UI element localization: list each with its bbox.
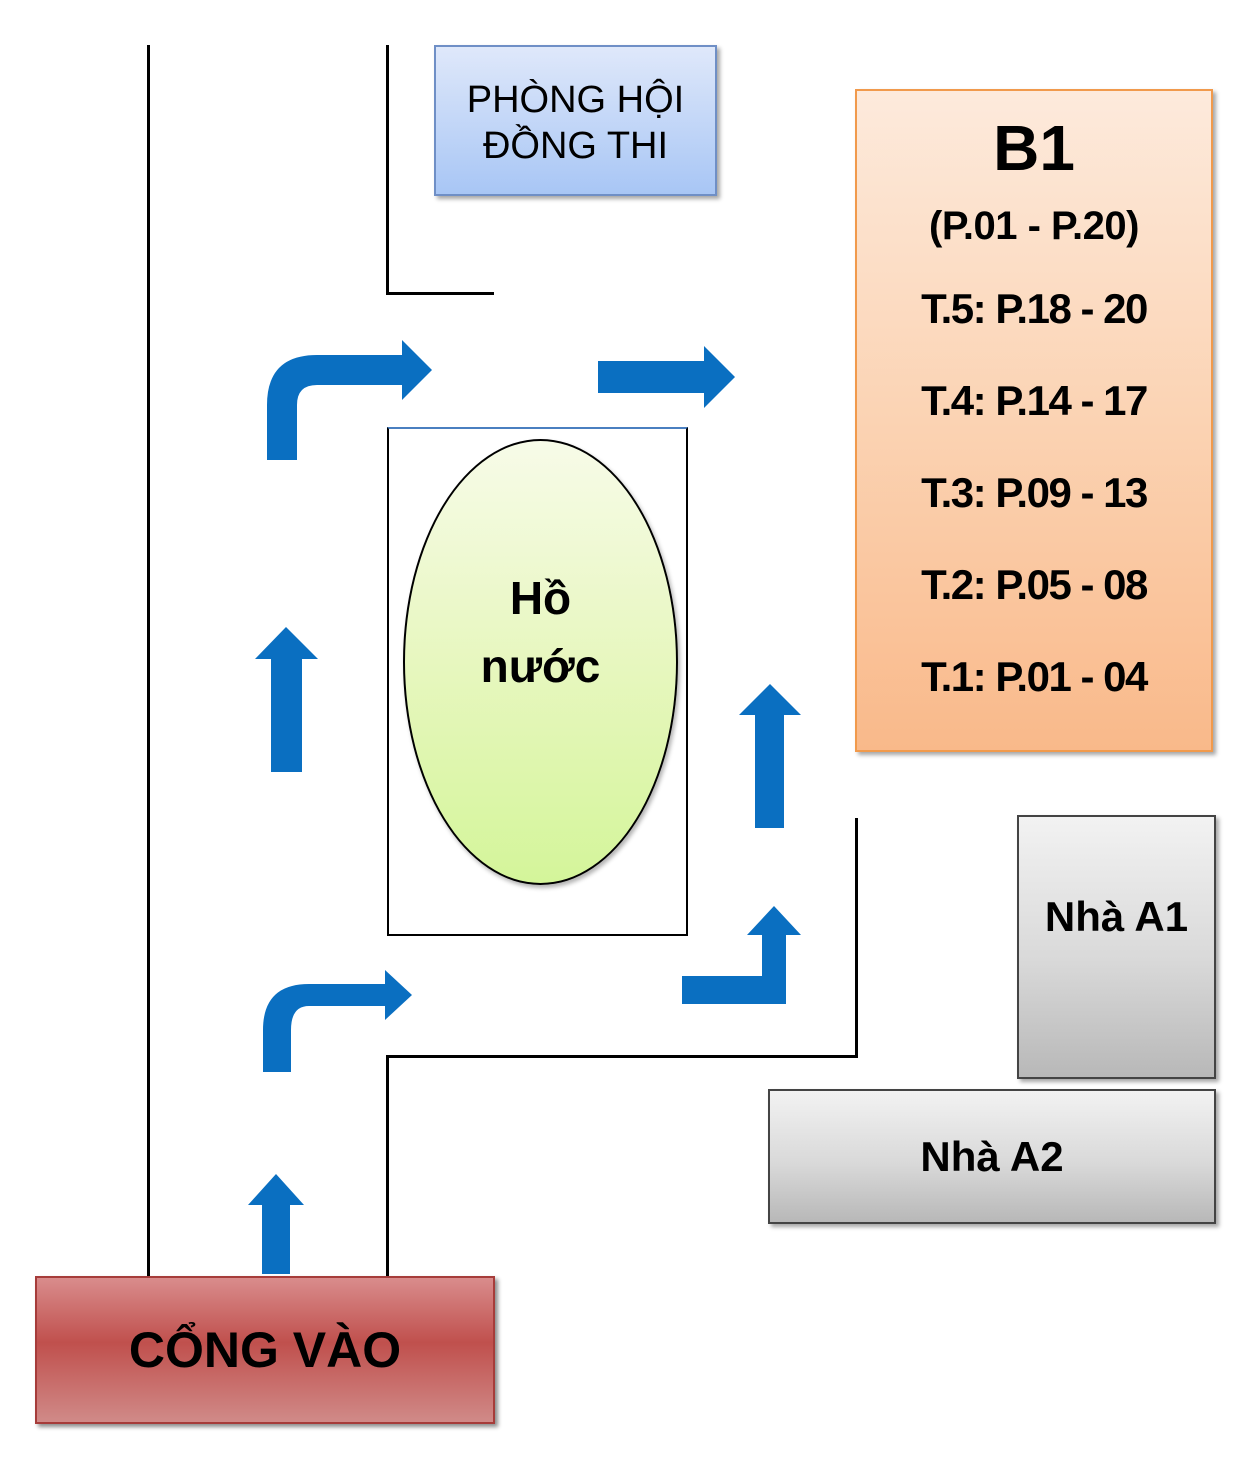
- council-room-label-line1: PHÒNG HỘI: [466, 78, 685, 121]
- turn-right-arrow-icon: [267, 340, 432, 460]
- road-right-edge-bottom: [386, 1055, 389, 1277]
- building-b1-title: B1: [993, 112, 1075, 184]
- lower-yard-wall: [386, 1055, 857, 1058]
- council-room: PHÒNG HỘI ĐỒNG THI: [434, 45, 717, 196]
- right-arrow-icon: [598, 346, 735, 408]
- floor-label: T.2: P.05 - 08: [921, 561, 1148, 608]
- building-b1-floor-list: T.5: P.18 - 20 T.4: P.14 - 17 T.3: P.09 …: [921, 263, 1148, 723]
- building-b1-room-range: (P.01 - P.20): [929, 204, 1139, 248]
- floor-label: T.5: P.18 - 20: [921, 285, 1148, 332]
- building-a1-label: Nhà A1: [1044, 893, 1189, 940]
- up-arrow-icon: [739, 684, 801, 828]
- up-arrow-icon: [248, 1174, 304, 1274]
- turn-up-arrow-icon: [682, 906, 801, 1004]
- pond-label-line1: Hồ: [509, 572, 572, 624]
- council-room-label-line2: ĐỒNG THI: [482, 124, 669, 167]
- floor-label: T.1: P.01 - 04: [921, 653, 1148, 700]
- floor-label: T.3: P.09 - 13: [921, 469, 1148, 516]
- building-a1: Nhà A1: [1017, 815, 1216, 1079]
- road-right-edge-top: [386, 45, 389, 295]
- building-b1: B1 (P.01 - P.20) T.5: P.18 - 20 T.4: P.1…: [855, 89, 1213, 752]
- up-arrow-icon: [255, 627, 318, 772]
- road-left-edge: [147, 45, 150, 1277]
- building-a2-label: Nhà A2: [920, 1132, 1064, 1180]
- pond-label-line2: nước: [480, 640, 601, 692]
- entrance-gate: CỔNG VÀO: [35, 1276, 495, 1424]
- turn-right-arrow-icon: [263, 970, 412, 1072]
- pond: Hồ nước: [403, 439, 678, 885]
- route-arrow-group: [248, 340, 801, 1274]
- council-wall: [386, 292, 494, 295]
- yard-right-wall: [855, 818, 858, 1058]
- building-a2: Nhà A2: [768, 1089, 1216, 1224]
- entrance-gate-label: CỔNG VÀO: [128, 1322, 402, 1378]
- floor-label: T.4: P.14 - 17: [921, 377, 1148, 424]
